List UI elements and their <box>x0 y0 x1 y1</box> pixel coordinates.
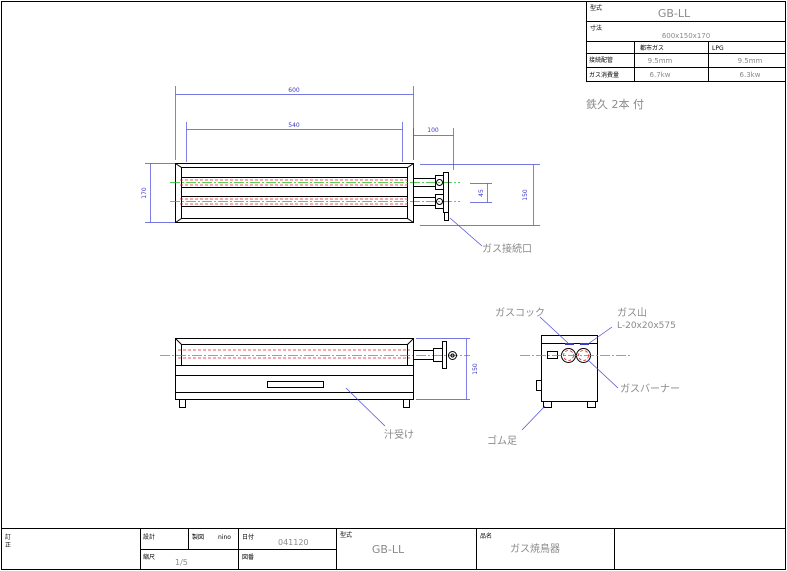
spec-size-label: 寸法 <box>590 24 602 32</box>
tb-revision-1: 訂 <box>5 533 11 541</box>
foot-right <box>403 399 410 408</box>
tb-drafting-label: 製図 <box>192 533 204 541</box>
front-view: 150 汁受け <box>160 338 479 441</box>
tb-revision-2: 正 <box>5 542 11 549</box>
tb-model-label: 型式 <box>340 531 352 539</box>
dim-front-height: 150 <box>472 363 479 375</box>
callout-rubber-foot: ゴム足 <box>487 434 517 447</box>
gas-manifold <box>443 172 449 213</box>
tb-date-label: 日付 <box>242 533 254 541</box>
side-view: ガスコック ガス山 L-20x20x575 ガスバーナー ゴム足 <box>487 307 680 447</box>
spec-consume-city: 6.7kw <box>650 71 671 79</box>
side-foot-left <box>543 401 552 408</box>
spec-consume-label: ガス消費量 <box>589 71 619 79</box>
dim-overall-width: 600 <box>288 87 300 94</box>
spec-consume-lpg: 6.3kw <box>740 71 761 79</box>
gas-inlet-nipple <box>444 212 449 221</box>
callout-gas-connection: ガス接続口 <box>482 242 532 255</box>
top-body-inner <box>181 167 408 219</box>
note-text: 鉄久 2本 付 <box>586 97 644 111</box>
tb-scale-label: 縮尺 <box>143 553 155 561</box>
foot-left <box>179 399 186 408</box>
tb-scale-value: 1/5 <box>175 558 188 567</box>
spec-size-value: 600x150x170 <box>662 32 710 40</box>
side-body-outline <box>541 335 598 402</box>
tb-drawing-no-label: 図番 <box>242 554 254 561</box>
tb-product-value: ガス焼鳥器 <box>510 542 560 555</box>
dim-height-right: 150 <box>522 189 529 201</box>
spec-model-label: 型式 <box>590 4 602 12</box>
drip-tray-handle <box>267 381 324 388</box>
top-view: 600 540 100 170 45 150 <box>141 86 540 255</box>
tb-date-value: 041120 <box>278 538 309 547</box>
tb-product-label: 品名 <box>480 532 492 540</box>
spec-conn-lpg: 9.5mm <box>738 57 763 65</box>
callout-gas-pipe: ガス山 <box>617 307 647 319</box>
callout-gas-burner: ガスバーナー <box>620 383 680 395</box>
dim-inner-width: 540 <box>288 122 300 129</box>
dim-height-left: 170 <box>141 187 148 199</box>
tb-drafter: nino <box>218 534 231 541</box>
front-body-outline <box>175 338 414 400</box>
callout-gas-pipe-size: L-20x20x575 <box>617 321 676 331</box>
side-foot-right <box>587 401 596 408</box>
tb-model-value: GB-LL <box>372 543 405 556</box>
spec-table: 型式 GB-LL 寸法 600x150x170 都市ガス LPG 接続配管 9.… <box>586 1 786 82</box>
tb-design-label: 設計 <box>143 533 155 541</box>
callout-gas-cock: ガスコック <box>495 307 545 319</box>
spec-conn-label: 接続配管 <box>589 56 613 64</box>
top-body-outline <box>175 163 414 223</box>
spec-model-value: GB-LL <box>658 7 691 20</box>
callout-drip-tray: 汁受け <box>384 428 414 441</box>
spec-col-city-gas: 都市ガス <box>640 44 664 52</box>
dim-pipe-extension: 100 <box>427 127 439 134</box>
spec-conn-city: 9.5mm <box>648 57 673 65</box>
dim-pipe-pitch: 45 <box>478 189 485 197</box>
spec-col-lpg: LPG <box>712 45 724 52</box>
title-block: 訂 正 設計 製図 nino 日付 041120 縮尺 1/5 図番 型式 GB… <box>1 528 786 570</box>
